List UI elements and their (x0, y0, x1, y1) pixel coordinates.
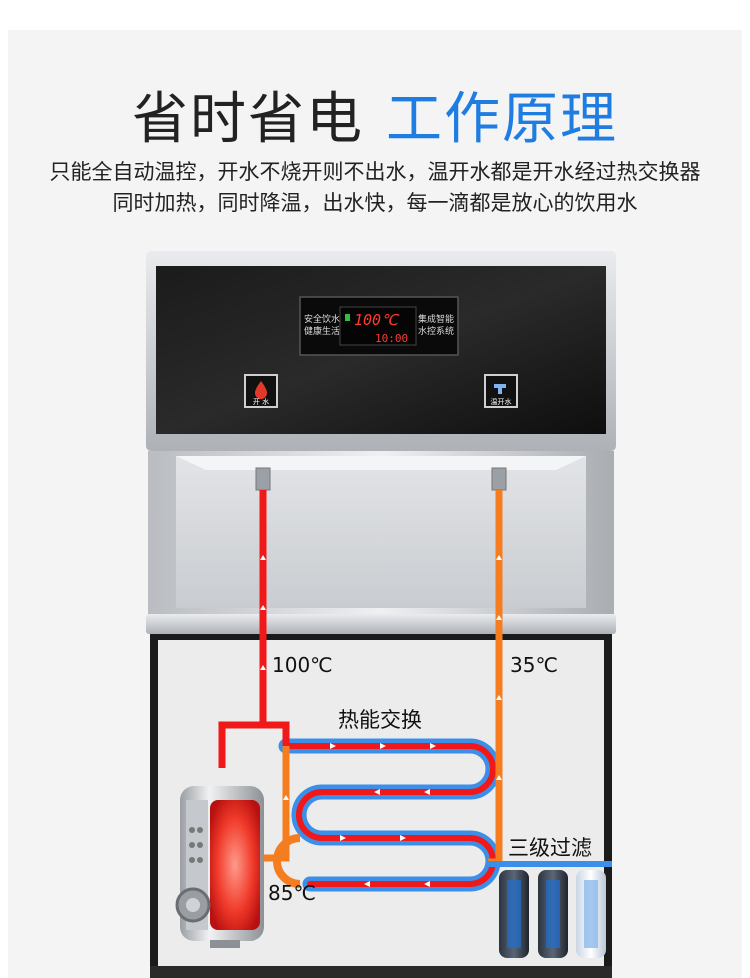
subtitle-line-2: 同时加热，同时降温，出水快，每一滴都是放心的饮用水 (112, 191, 638, 215)
page-headline: 省时省电工作原理 (0, 80, 750, 160)
exchange-label: 热能交换 (338, 708, 422, 732)
headline-part2: 工作原理 (386, 87, 618, 152)
dispensing-recess (176, 456, 586, 608)
warm-water-button[interactable]: 温开水 (484, 374, 518, 408)
filter-cartridge-2 (538, 870, 568, 958)
tank-temp-label: 85℃ (268, 881, 316, 905)
led-time: 10:00 (375, 332, 408, 345)
led-temperature: 100℃ (354, 311, 400, 329)
led-screen (339, 306, 417, 346)
display-right-line2: 水控系统 (418, 325, 454, 337)
shelf (146, 614, 616, 634)
warm-button-label: 温开水 (491, 397, 512, 406)
warm-temp-label: 35℃ (510, 653, 558, 677)
filter-cartridge-3 (576, 870, 606, 958)
hot-button-label: 开 水 (253, 397, 269, 406)
display-left-line1: 安全饮水 (304, 313, 340, 325)
headline-part1: 省时省电 (132, 87, 364, 152)
flow-arrows (260, 555, 502, 887)
led-indicator (345, 314, 350, 321)
recess-top-lip (176, 456, 586, 470)
display-left-line2: 健康生活 (304, 325, 340, 337)
subtitle-line-1: 只能全自动温控，开水不烧开则不出水，温开水都是开水经过热交换器 (49, 160, 701, 184)
filter-cartridge-1 (499, 870, 529, 958)
hot-temp-label: 100℃ (272, 653, 333, 677)
display-right-line1: 集成智能 (418, 313, 454, 325)
warm-faucet (491, 467, 507, 491)
tank-return-pipe (262, 746, 290, 862)
water-drop-icon (255, 381, 267, 399)
hot-faucet (255, 467, 271, 491)
faucet-icon (494, 384, 506, 394)
heating-tank (175, 786, 264, 948)
hot-water-button[interactable]: 开 水 (244, 374, 278, 408)
filter-label: 三级过滤 (508, 836, 592, 860)
cabinet-base (150, 966, 612, 978)
